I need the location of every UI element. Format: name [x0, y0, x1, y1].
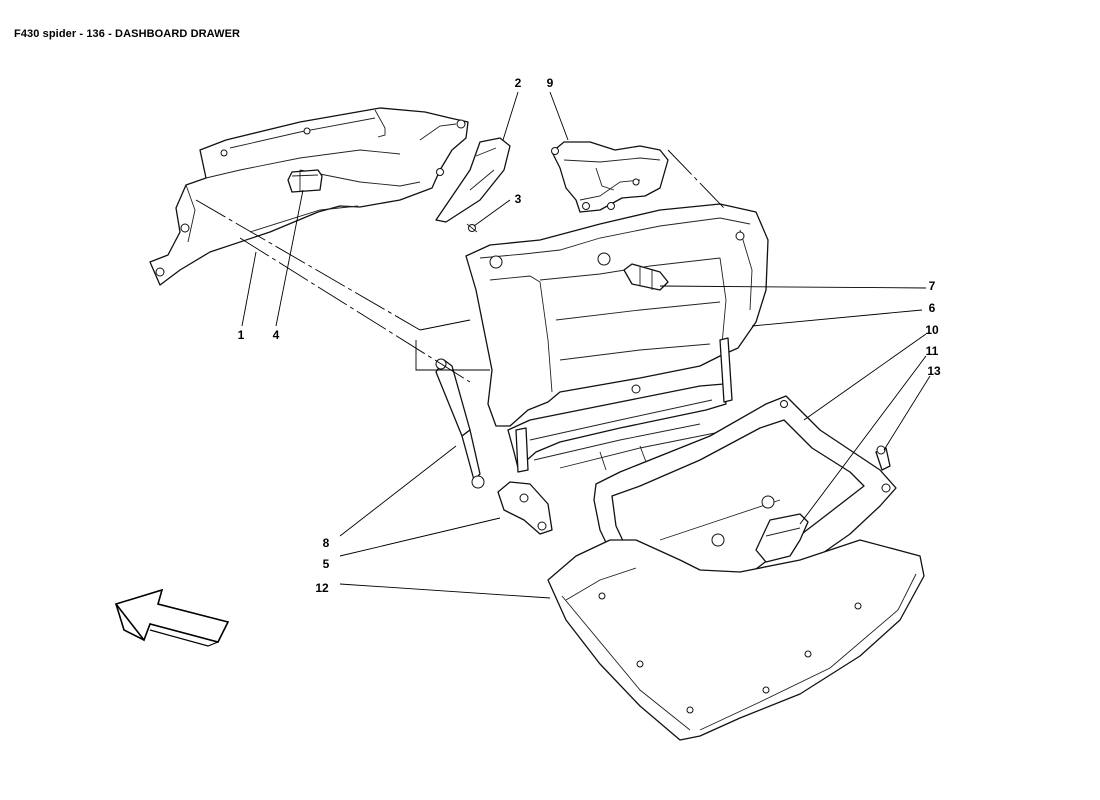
page-title: F430 spider - 136 - DASHBOARD DRAWER — [14, 28, 241, 40]
part-7-stop-buffer[interactable] — [623, 263, 669, 291]
part-1-upper-bracket[interactable] — [149, 107, 469, 286]
callout-13: 13 — [927, 364, 941, 378]
callout-11: 11 — [926, 344, 939, 358]
part-12-drawer-lid[interactable] — [547, 539, 925, 741]
callout-labels: 1 2 3 4 5 6 7 8 9 10 11 12 13 — [238, 76, 941, 595]
part-3-screw[interactable] — [466, 223, 478, 233]
part-2-side-cover[interactable] — [435, 137, 511, 223]
callout-5: 5 — [323, 557, 330, 571]
callout-6: 6 — [929, 301, 936, 315]
callout-4: 4 — [273, 328, 280, 342]
leader-lines — [241, 91, 931, 599]
callout-1: 1 — [238, 328, 245, 342]
callout-9: 9 — [547, 76, 554, 90]
part-5-hinge-assembly[interactable] — [497, 337, 733, 535]
callout-2: 2 — [515, 76, 522, 90]
front-direction-arrow-icon — [114, 588, 230, 647]
part-9-lock-mechanism[interactable] — [551, 141, 669, 213]
callout-8: 8 — [323, 536, 330, 550]
callout-12: 12 — [315, 581, 329, 595]
part-13-screw[interactable] — [875, 445, 891, 471]
callout-10: 10 — [925, 323, 939, 337]
callout-7: 7 — [929, 279, 936, 293]
part-4-latch[interactable] — [287, 169, 323, 193]
part-8-gas-strut[interactable] — [435, 358, 485, 489]
assembly-lines — [195, 149, 725, 383]
callout-3: 3 — [515, 192, 522, 206]
